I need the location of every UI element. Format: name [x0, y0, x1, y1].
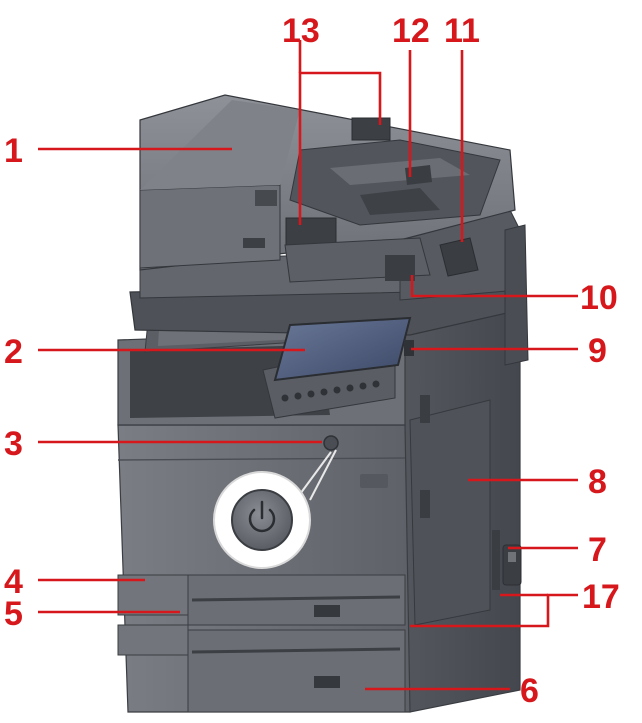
- callout-10: 10: [580, 279, 618, 317]
- side-slot: [492, 530, 500, 590]
- lead-10: [410, 275, 578, 298]
- callout-8: 8: [588, 463, 607, 501]
- callout-1: 1: [4, 132, 23, 170]
- callout-9: 9: [588, 332, 607, 370]
- power-icon: [248, 500, 276, 533]
- callout-7: 7: [588, 531, 607, 569]
- callout-2: 2: [4, 333, 23, 371]
- callout-13: 13: [282, 12, 320, 50]
- cassette-1: [117, 574, 406, 626]
- main-power-switch: [502, 544, 522, 586]
- original-stopper: [439, 237, 479, 277]
- usb-port: [404, 340, 414, 356]
- lead-17a: [410, 593, 578, 628]
- callout-11: 11: [444, 12, 480, 50]
- power-key-zoom: [213, 449, 337, 569]
- callout-17: 17: [582, 578, 620, 616]
- leader-lines: [38, 40, 578, 691]
- right-cover: [409, 395, 491, 626]
- front-cover-handle: [360, 474, 388, 488]
- front-cover-edge: [117, 457, 406, 461]
- callout-6: 6: [520, 672, 539, 710]
- callout-3: 3: [4, 425, 23, 463]
- callout-labels: 1 2 3 4 5 6 7 8 9 10 11 12 13 17: [4, 12, 620, 710]
- callout-12: 12: [392, 12, 430, 50]
- callout-5: 5: [4, 595, 23, 633]
- power-key-small: [323, 435, 339, 451]
- touch-panel-screen: [273, 316, 412, 382]
- callout-4: 4: [4, 563, 23, 601]
- original-width-guides: [285, 117, 391, 247]
- original-guide: [405, 165, 432, 185]
- original-tray: [289, 139, 501, 226]
- cassette-2: [117, 624, 406, 713]
- operation-panel: [262, 316, 412, 419]
- original-eject-tray: [284, 237, 431, 283]
- lead-13: [298, 71, 382, 225]
